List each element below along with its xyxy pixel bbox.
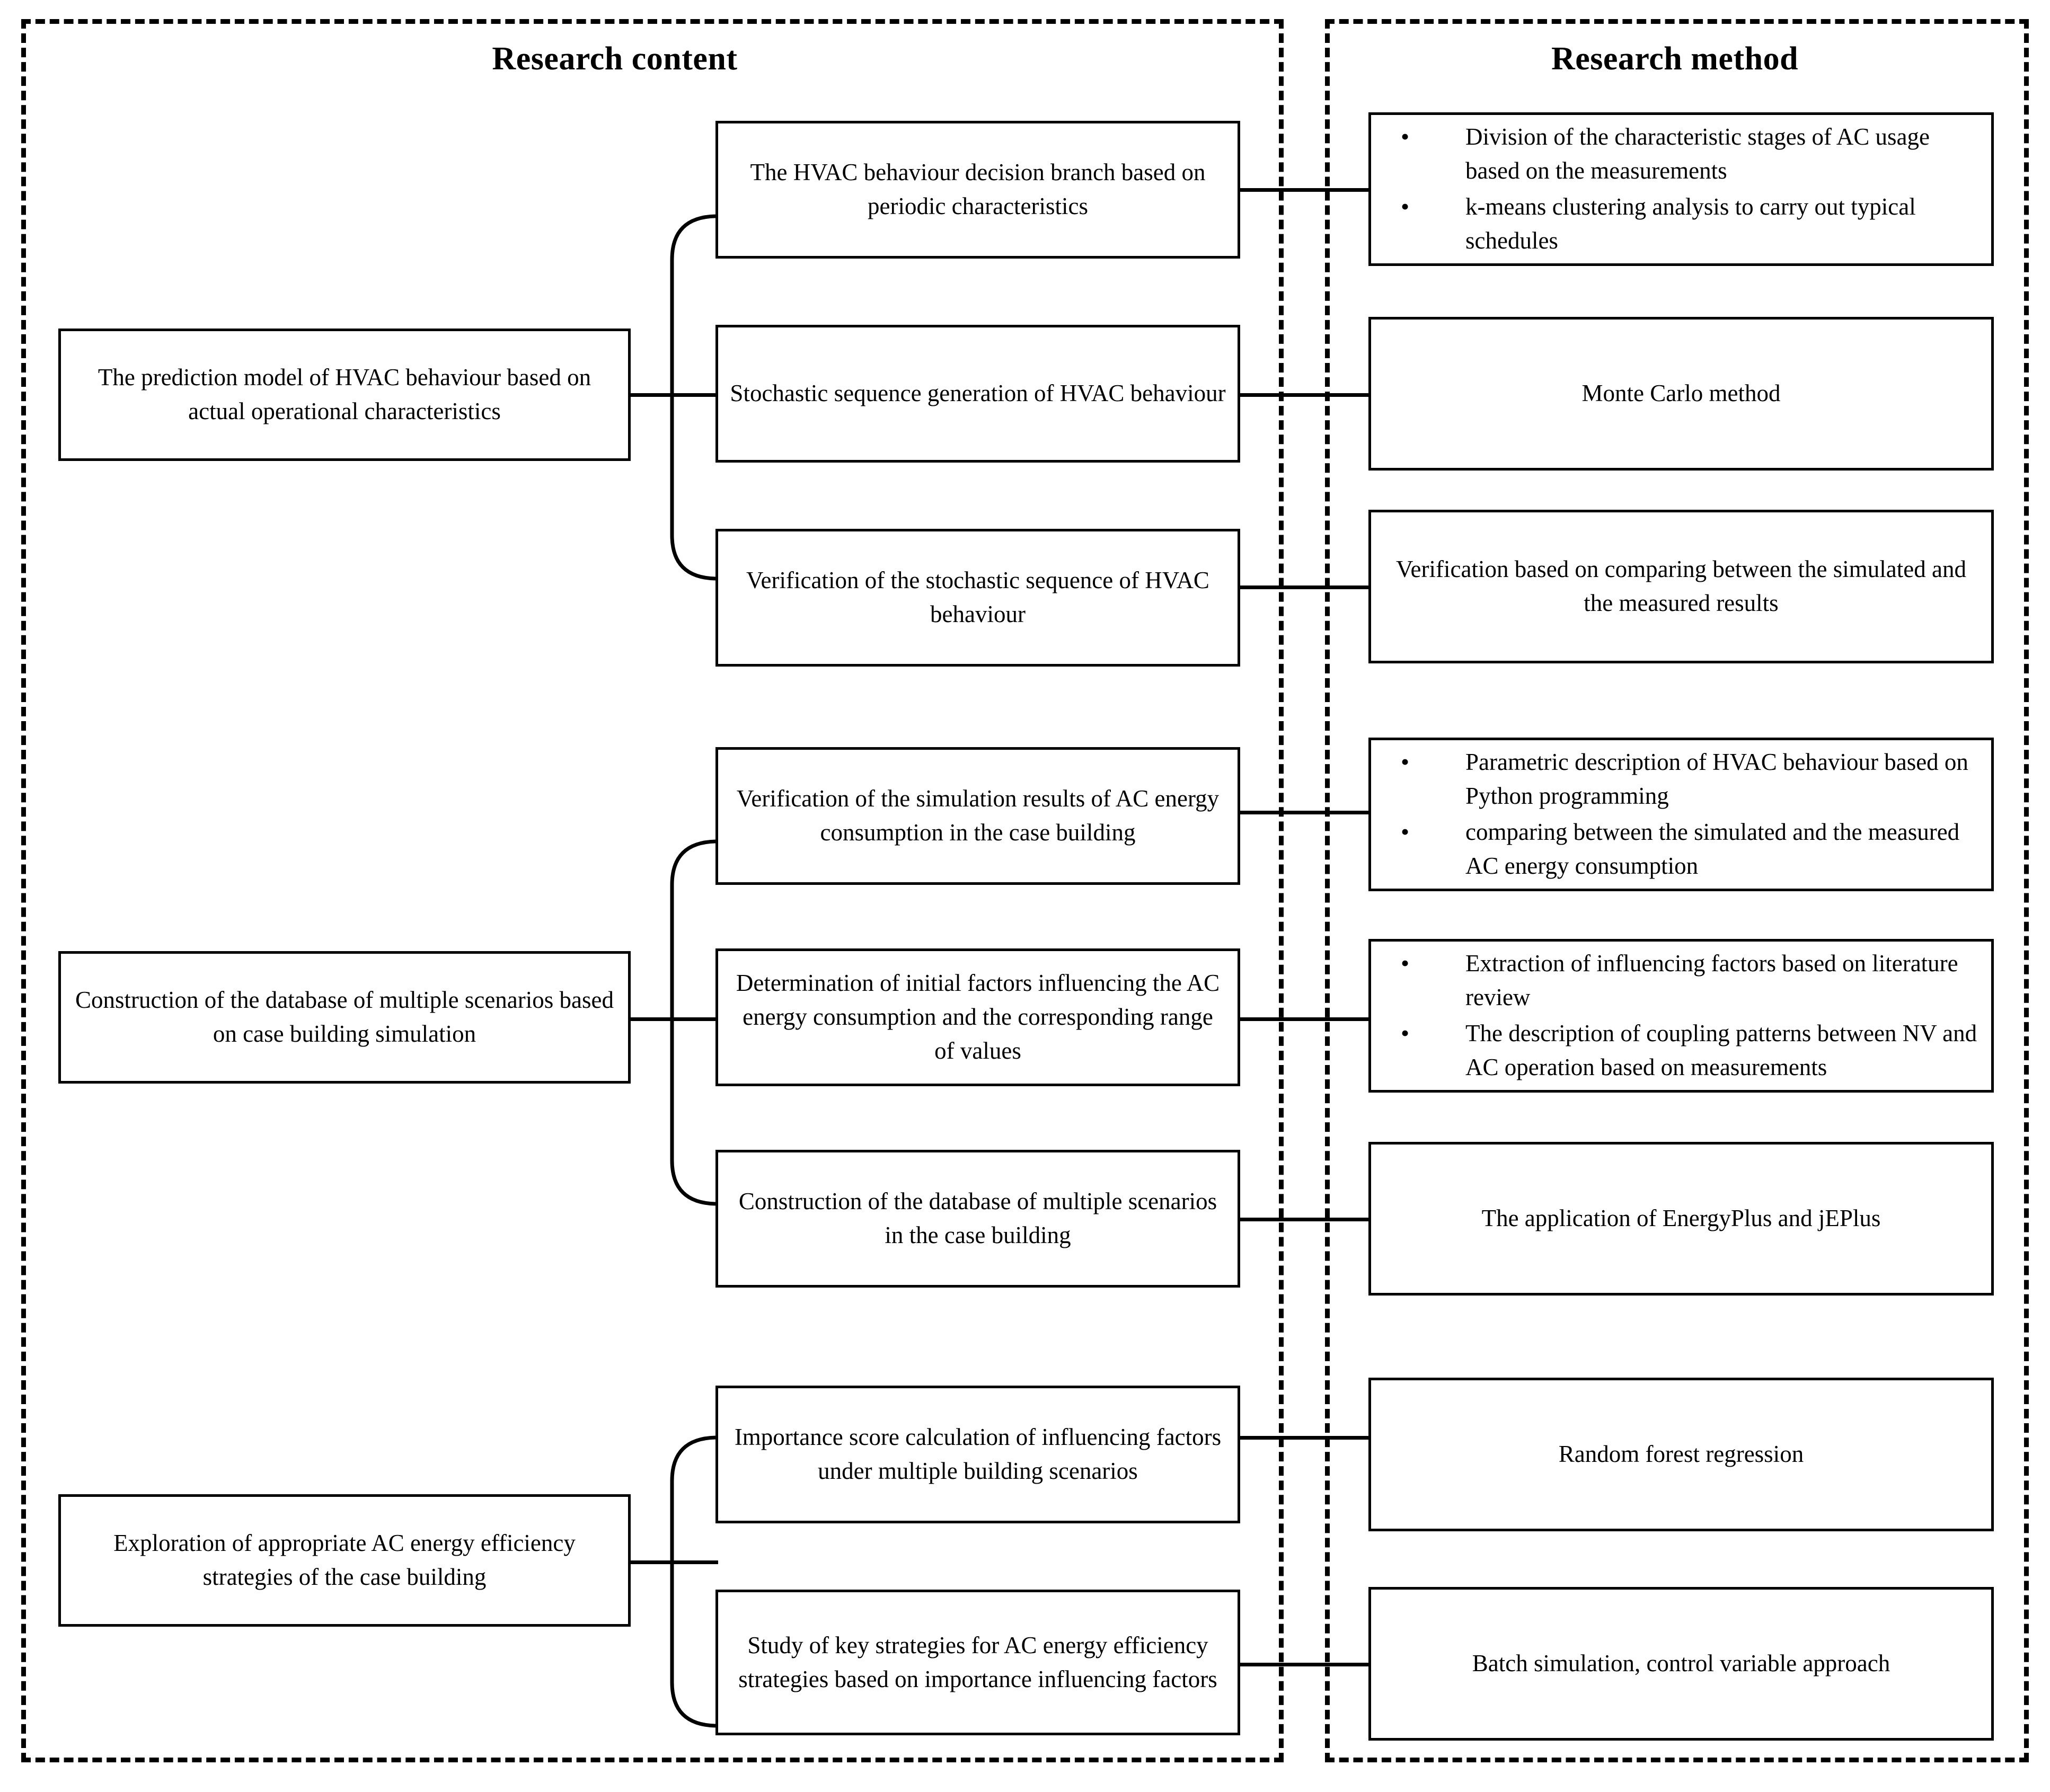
- section-1-row-2-content-label: Stochastic sequence generation of HVAC b…: [730, 380, 1226, 407]
- section-1-branch-connector: [631, 191, 731, 604]
- section-2-row-2-content-label: Determination of initial factors influen…: [736, 970, 1220, 1064]
- section-2-left-box-label: Construction of the database of multiple…: [75, 987, 614, 1047]
- section-1-row-2-link: [1238, 393, 1371, 397]
- section-1-row-3-method-label: Verification based on comparing between …: [1396, 556, 1966, 616]
- section-1-mid-connector: [631, 393, 718, 397]
- section-1-row-2-content-box[interactable]: Stochastic sequence generation of HVAC b…: [715, 325, 1240, 463]
- section-1-row-3-method-box[interactable]: Verification based on comparing between …: [1368, 510, 1994, 663]
- research-content-panel: [21, 19, 1284, 1762]
- method-bullet: Division of the characteristic stages of…: [1395, 119, 1977, 188]
- section-2-row-3-content-box[interactable]: Construction of the database of multiple…: [715, 1150, 1240, 1288]
- section-2-row-2-link: [1238, 1017, 1371, 1021]
- section-1-row-3-link: [1238, 585, 1371, 589]
- section-1-row-1-content-label: The HVAC behaviour decision branch based…: [750, 159, 1206, 219]
- section-2-row-1-content-box[interactable]: Verification of the simulation results o…: [715, 747, 1240, 885]
- section-1-row-3-content-box[interactable]: Verification of the stochastic sequence …: [715, 529, 1240, 667]
- section-3-row-2-content-box[interactable]: Study of key strategies for AC energy ef…: [715, 1590, 1240, 1735]
- method-bullet: Parametric description of HVAC behaviour…: [1395, 744, 1977, 813]
- section-3-row-2-content-label: Study of key strategies for AC energy ef…: [738, 1631, 1217, 1692]
- section-3-row-1-method-label: Random forest regression: [1558, 1441, 1804, 1468]
- section-1-row-2-method-label: Monte Carlo method: [1581, 380, 1781, 407]
- section-1-row-3-content-label: Verification of the stochastic sequence …: [746, 567, 1209, 627]
- section-3-row-1-method-box[interactable]: Random forest regression: [1368, 1378, 1994, 1531]
- method-bullet: The description of coupling patterns bet…: [1395, 1016, 1977, 1085]
- section-3-row-1-content-box[interactable]: Importance score calculation of influenc…: [715, 1386, 1240, 1523]
- section-1-row-1-link: [1238, 188, 1371, 192]
- method-bullet: comparing between the simulated and the …: [1395, 814, 1977, 883]
- section-2-row-3-method-box[interactable]: The application of EnergyPlus and jEPlus: [1368, 1142, 1994, 1296]
- section-3-row-1-content-label: Importance score calculation of influenc…: [734, 1424, 1222, 1484]
- section-3-row-2-method-box[interactable]: Batch simulation, control variable appro…: [1368, 1587, 1994, 1741]
- section-3-row-2-link: [1238, 1663, 1371, 1666]
- section-1-left-box[interactable]: The prediction model of HVAC behaviour b…: [58, 329, 631, 461]
- method-bullet: k-means clustering analysis to carry out…: [1395, 189, 1977, 258]
- section-3-row-1-link: [1238, 1436, 1371, 1440]
- research-content-heading: Research content: [492, 41, 738, 77]
- section-1-row-1-method-list: Division of the characteristic stages of…: [1371, 119, 1991, 258]
- section-2-row-2-method-list: Extraction of influencing factors based …: [1371, 946, 1991, 1085]
- section-2-row-1-method-list: Parametric description of HVAC behaviour…: [1371, 744, 1991, 883]
- section-2-mid-connector: [631, 1017, 718, 1021]
- section-2-branch-connector: [631, 816, 731, 1229]
- section-1-row-1-content-box[interactable]: The HVAC behaviour decision branch based…: [715, 121, 1240, 259]
- section-2-row-1-method-box[interactable]: Parametric description of HVAC behaviour…: [1368, 738, 1994, 891]
- section-1-row-2-method-box[interactable]: Monte Carlo method: [1368, 317, 1994, 471]
- research-method-heading: Research method: [1551, 41, 1799, 77]
- section-2-row-3-link: [1238, 1218, 1371, 1221]
- section-2-left-box[interactable]: Construction of the database of multiple…: [58, 951, 631, 1084]
- section-1-row-1-method-box[interactable]: Division of the characteristic stages of…: [1368, 112, 1994, 266]
- section-2-row-2-content-box[interactable]: Determination of initial factors influen…: [715, 948, 1240, 1086]
- section-2-row-3-content-label: Construction of the database of multiple…: [738, 1188, 1217, 1248]
- section-3-left-box-label: Exploration of appropriate AC energy eff…: [113, 1530, 576, 1590]
- section-2-row-1-content-label: Verification of the simulation results o…: [736, 785, 1220, 846]
- section-2-row-2-method-box[interactable]: Extraction of influencing factors based …: [1368, 939, 1994, 1093]
- section-3-row-2-method-label: Batch simulation, control variable appro…: [1472, 1650, 1890, 1677]
- research-method-panel: [1325, 19, 2029, 1762]
- section-3-left-box[interactable]: Exploration of appropriate AC energy eff…: [58, 1494, 631, 1627]
- section-2-row-3-method-label: The application of EnergyPlus and jEPlus: [1481, 1205, 1881, 1232]
- section-2-row-1-link: [1238, 811, 1371, 814]
- section-1-left-box-label: The prediction model of HVAC behaviour b…: [98, 364, 591, 424]
- section-3-branch-connector: [631, 1412, 731, 1751]
- section-3-mid-connector: [631, 1560, 718, 1564]
- method-bullet: Extraction of influencing factors based …: [1395, 946, 1977, 1015]
